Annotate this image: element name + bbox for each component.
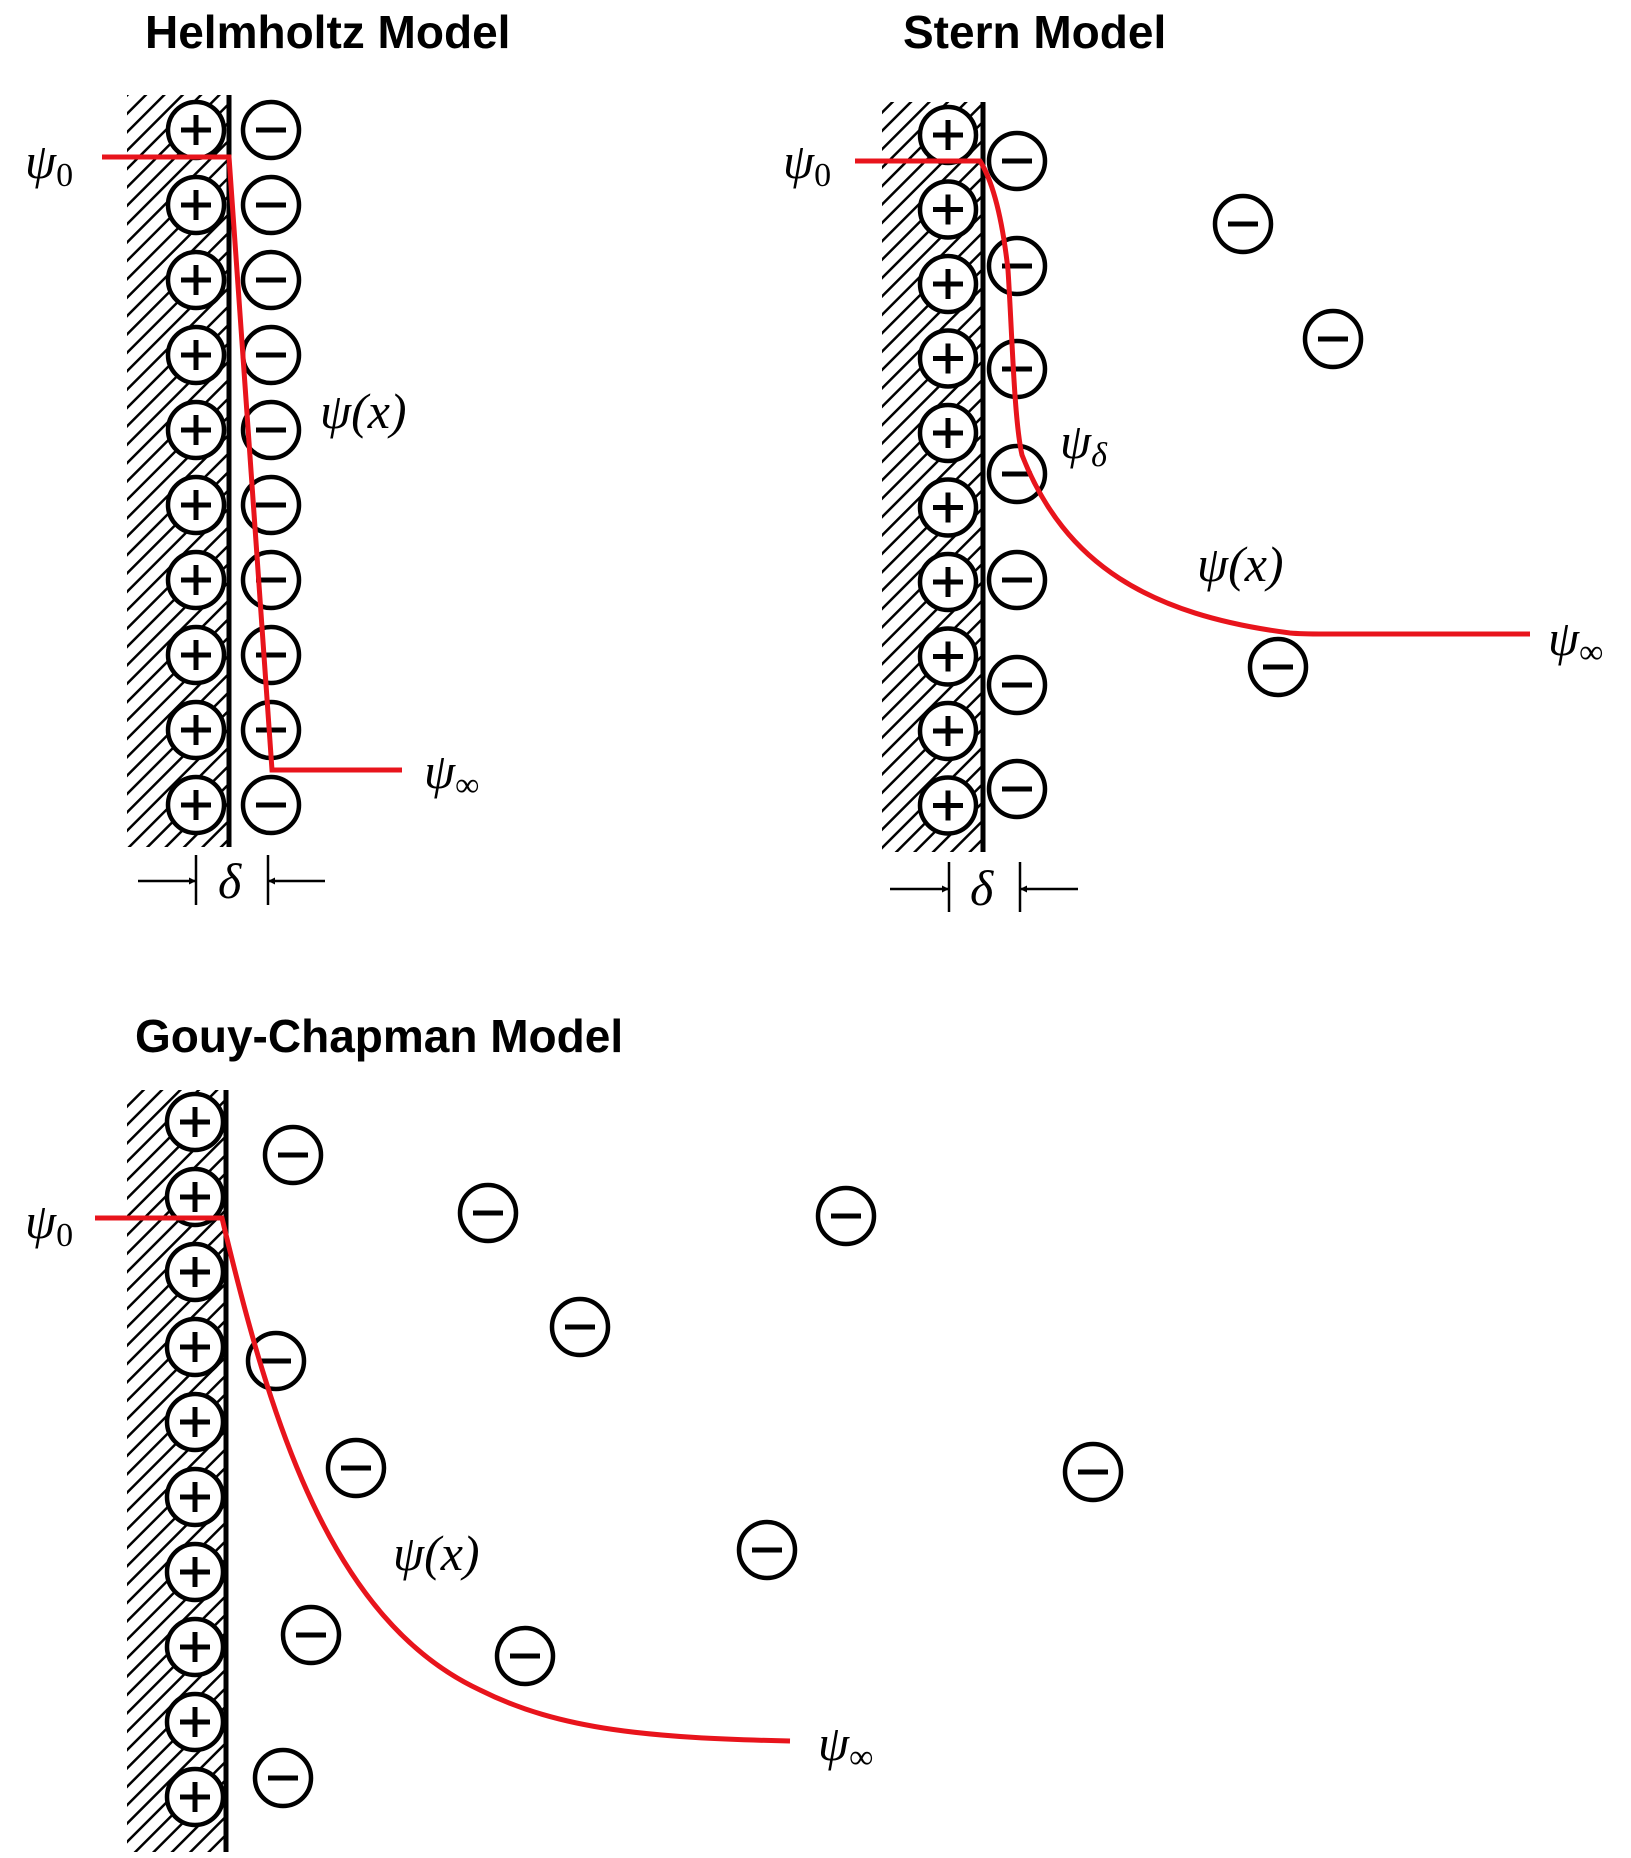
helmholtz-adsorbed-anions	[240, 99, 302, 836]
anion	[240, 549, 302, 611]
cation	[165, 99, 227, 161]
stern-panel: Stern Model ψ0 ψδ ψ(x) ψ∞ δ	[783, 6, 1603, 916]
cation	[164, 1091, 226, 1153]
cation	[165, 699, 227, 761]
anion	[1247, 636, 1309, 698]
cation	[917, 179, 979, 240]
cation	[917, 328, 979, 389]
anion	[986, 758, 1048, 820]
anion	[280, 1604, 342, 1666]
anion	[1212, 193, 1274, 255]
anion	[240, 399, 302, 461]
anion	[240, 249, 302, 311]
gouy-chapman-psix-label: ψ(x)	[393, 1525, 480, 1581]
anion	[240, 624, 302, 686]
gouy-chapman-psiinf-label: ψ∞	[818, 1715, 873, 1776]
gouy-chapman-title: Gouy-Chapman Model	[135, 1010, 623, 1062]
gouy-chapman-surface-cations	[164, 1091, 226, 1828]
anion	[240, 474, 302, 536]
cation	[165, 324, 227, 386]
anion	[262, 1124, 324, 1186]
anion	[240, 174, 302, 236]
cation	[164, 1541, 226, 1603]
helmholtz-psiinf-label: ψ∞	[424, 743, 479, 804]
anion	[240, 99, 302, 161]
cation	[165, 774, 227, 836]
helmholtz-thickness-indicator: δ	[138, 853, 325, 909]
cation	[164, 1316, 226, 1378]
cation	[917, 551, 979, 613]
stern-psiinf-label: ψ∞	[1548, 610, 1603, 671]
cation	[164, 1616, 226, 1678]
gouy-chapman-diffuse-anions	[245, 1124, 1124, 1809]
anion	[986, 549, 1048, 611]
anion	[986, 654, 1048, 716]
stern-diffuse-anions	[1212, 193, 1364, 698]
anion	[457, 1182, 519, 1244]
stern-potential-curve	[855, 158, 1530, 637]
stern-delta-label: δ	[970, 860, 994, 916]
cation	[165, 549, 227, 611]
anion	[736, 1519, 798, 1581]
cation	[165, 474, 227, 536]
cation	[164, 1766, 226, 1828]
cation	[917, 477, 979, 538]
anion	[240, 324, 302, 386]
gouy-chapman-psi0-label: ψ0	[25, 1193, 73, 1254]
helmholtz-psi0-label: ψ0	[25, 133, 73, 194]
cation	[165, 624, 227, 686]
helmholtz-title: Helmholtz Model	[145, 6, 510, 58]
helmholtz-psix-label: ψ(x)	[320, 383, 407, 439]
cation	[165, 174, 227, 236]
helmholtz-potential-curve	[102, 154, 402, 773]
cation	[164, 1166, 226, 1228]
anion	[1062, 1441, 1124, 1503]
cation	[917, 402, 979, 464]
cation	[917, 700, 979, 762]
anion	[494, 1625, 556, 1687]
stern-stern-layer-anions	[986, 130, 1048, 820]
cation	[917, 775, 979, 836]
anion	[986, 443, 1048, 505]
cation	[917, 626, 979, 687]
cation	[164, 1391, 226, 1453]
anion	[549, 1296, 611, 1358]
gouy-chapman-potential-curve	[95, 1215, 791, 1744]
anion	[986, 235, 1048, 297]
stern-psidelta-label: ψδ	[1060, 413, 1108, 474]
stern-psix-label: ψ(x)	[1197, 536, 1284, 592]
cation	[164, 1241, 226, 1303]
stern-thickness-indicator: δ	[890, 860, 1078, 916]
helmholtz-surface-cations	[165, 99, 227, 836]
cation	[165, 249, 227, 311]
cation	[164, 1691, 226, 1753]
anion	[815, 1185, 877, 1247]
gouy-chapman-panel: Gouy-Chapman Model ψ0 ψ(x) ψ∞	[25, 1010, 1124, 1852]
anion	[1302, 308, 1364, 370]
anion	[986, 130, 1048, 192]
helmholtz-delta-label: δ	[218, 853, 242, 909]
anion	[252, 1747, 314, 1809]
anion	[240, 774, 302, 836]
cation	[917, 104, 979, 166]
cation	[917, 253, 979, 315]
stern-psi0-label: ψ0	[783, 133, 831, 194]
cation	[164, 1466, 226, 1528]
helmholtz-panel: Helmholtz Model ψ0 ψ(x) ψ∞ δ	[25, 6, 510, 909]
cation	[165, 399, 227, 461]
anion	[325, 1437, 387, 1499]
stern-surface-cations	[917, 104, 979, 836]
stern-title: Stern Model	[903, 6, 1166, 58]
